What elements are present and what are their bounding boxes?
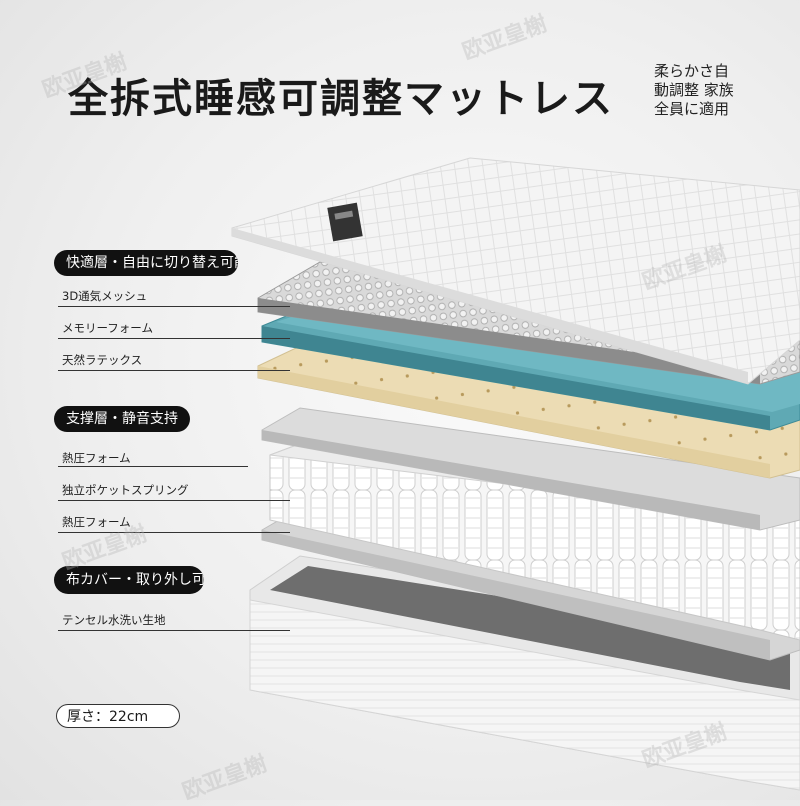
leader-line bbox=[58, 630, 290, 631]
heat-press-foam-top bbox=[261, 407, 800, 531]
page-title: 全拆式睡感可調整マットレス bbox=[68, 76, 614, 122]
section-heading-support: 支撑層・静音支持 bbox=[54, 406, 190, 432]
thickness-badge: 厚さ：22cm bbox=[56, 704, 180, 728]
subtitle-line-1: 柔らかさ自 bbox=[654, 62, 730, 80]
section-heading-comfort: 快適層・自由に切り替え可能 bbox=[54, 250, 238, 276]
label-3d-mesh: 3D通気メッシュ bbox=[62, 289, 148, 303]
subtitle-line-3: 全員に適用 bbox=[654, 100, 730, 118]
subtitle-line-2: 動調整 家族 bbox=[654, 81, 734, 99]
top-quilted-cover bbox=[231, 157, 800, 385]
label-heat-press-foam-2: 熱圧フォーム bbox=[62, 515, 131, 529]
leader-line bbox=[58, 370, 290, 371]
label-natural-latex: 天然ラテックス bbox=[62, 353, 143, 367]
label-heat-press-foam-1: 熱圧フォーム bbox=[62, 451, 131, 465]
subtitle-block: 柔らかさ自 動調整 家族 全員に適用 bbox=[654, 62, 734, 119]
leader-line bbox=[58, 338, 290, 339]
leader-line bbox=[58, 532, 290, 533]
leader-line bbox=[58, 306, 290, 307]
label-pocket-spring: 独立ポケットスプリング bbox=[62, 483, 189, 497]
leader-line bbox=[58, 500, 290, 501]
section-heading-cover: 布カバー・取り外し可能 bbox=[54, 566, 204, 594]
label-tencel-fabric: テンセル水洗い生地 bbox=[62, 613, 166, 627]
label-memory-foam: メモリーフォーム bbox=[62, 321, 153, 335]
leader-line bbox=[58, 466, 248, 467]
